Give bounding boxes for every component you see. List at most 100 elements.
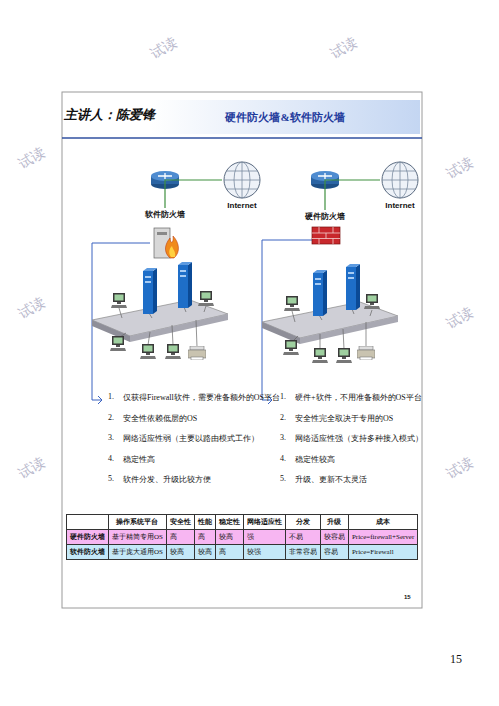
list-number: 3.	[108, 433, 114, 442]
slide-frame	[150, 100, 420, 134]
list-number: 2.	[280, 413, 286, 422]
cable	[119, 308, 122, 318]
cable	[366, 322, 367, 347]
table-header: 操作系统平台	[109, 515, 167, 530]
table-cell: 较容易	[320, 530, 348, 545]
cable	[148, 332, 150, 345]
table-header: 稳定性	[215, 515, 243, 530]
table-cell: 容易	[320, 545, 348, 560]
table-cell: 较强	[243, 545, 285, 560]
table-cell: 较高	[194, 545, 215, 560]
list-item: 稳定性较高	[295, 454, 335, 465]
firewall-software-icon	[165, 236, 178, 258]
firewall-software-icon	[154, 228, 178, 258]
table-cell: 不易	[285, 530, 320, 545]
globe-shape	[380, 160, 420, 200]
watermark: 试读	[15, 144, 48, 174]
printer	[188, 346, 206, 360]
table-cell: 高	[194, 530, 215, 545]
printer	[357, 346, 375, 360]
comparison-table: 操作系统平台安全性性能稳定性网络适应性分发升级成本硬件防火墙基于精简专用OS高高…	[66, 514, 418, 560]
table-cell: 较高	[215, 530, 243, 545]
presenter-name: 主讲人：陈爱锋	[64, 106, 155, 124]
table-cell: 软件防火墙	[67, 545, 109, 560]
slide-frame	[62, 137, 422, 139]
table-header: 性能	[194, 515, 215, 530]
list-number: 4.	[280, 454, 286, 463]
table-cell: Price=Firewall	[348, 545, 417, 560]
cable	[320, 334, 321, 349]
table-header: 网络适应性	[243, 515, 285, 530]
table-cell: 基于庞大通用OS	[109, 545, 167, 560]
network-link	[165, 180, 222, 208]
watermark: 试读	[327, 34, 360, 64]
table-cell: 强	[243, 530, 285, 545]
globe-shape	[224, 162, 260, 198]
firewall-software-icon	[169, 246, 175, 257]
list-number: 5.	[280, 474, 286, 483]
cable	[204, 306, 206, 312]
network-link	[325, 180, 380, 210]
list-number: 5.	[108, 474, 114, 483]
bracket-line	[98, 396, 102, 404]
list-item: 安全性依赖低层的OS	[123, 413, 197, 424]
list-item: 安全性完全取决于专用的OS	[295, 413, 393, 424]
watermark: 试读	[15, 294, 48, 324]
workstation	[283, 340, 299, 355]
brick-wall-icon	[312, 227, 340, 244]
internet-cloud: Internet	[380, 160, 420, 211]
list-number: 3.	[280, 433, 286, 442]
printer	[188, 346, 375, 360]
table-cell: 基于精简专用OS	[109, 530, 167, 545]
globe-shape	[224, 162, 260, 198]
brick-wall-icon	[312, 227, 340, 244]
table-cell: Price=firewall+Server	[348, 530, 417, 545]
list-number: 1.	[280, 392, 286, 401]
workstation	[198, 291, 214, 306]
table-cell: 硬件防火墙	[67, 530, 109, 545]
list-item: 网络适应性强（支持多种接入模式）	[295, 433, 423, 444]
workstation	[364, 294, 380, 309]
network-switch	[130, 314, 228, 342]
workstation	[165, 344, 181, 359]
workstation	[284, 296, 300, 311]
workstation	[336, 348, 352, 363]
watermark: 试读	[443, 454, 476, 484]
globe-shape	[382, 162, 418, 198]
slide-frame	[62, 92, 422, 608]
list-item: 网络适应性弱（主要以路由模式工作）	[123, 433, 259, 444]
list-number: 2.	[108, 413, 114, 422]
list-item: 仅获得Firewall软件，需要准备额外的OS平台	[123, 392, 280, 403]
server-tower	[143, 262, 360, 316]
watermark: 试读	[15, 454, 48, 484]
table-header: 升级	[320, 515, 348, 530]
cable	[196, 320, 197, 347]
slide-title: 硬件防火墙&软件防火墙	[150, 110, 420, 125]
table-header: 安全性	[166, 515, 194, 530]
cable	[292, 311, 295, 322]
watermark: 试读	[443, 304, 476, 334]
table-header: 分发	[285, 515, 320, 530]
table-cell: 高	[166, 530, 194, 545]
node-label: Internet	[222, 200, 262, 211]
firewall-label: 硬件防火墙	[303, 210, 347, 223]
list-item: 软件分发、升级比较方便	[123, 474, 211, 485]
table-cell: 较高	[166, 545, 194, 560]
workstation	[140, 344, 156, 359]
server-tower	[143, 268, 157, 314]
table-cell: 非常容易	[285, 545, 320, 560]
page-number: 15	[450, 652, 462, 667]
list-item: 升级、更新不太灵活	[295, 474, 367, 485]
watermark: 试读	[147, 34, 180, 64]
internet-cloud: Internet	[222, 160, 262, 211]
firewall-name: 硬件防火墙	[303, 210, 347, 223]
cable	[119, 306, 372, 349]
cable	[343, 329, 344, 349]
globe-shape	[222, 160, 262, 200]
network-switch	[92, 320, 130, 342]
table-corner	[67, 515, 109, 530]
list-number: 1.	[108, 392, 114, 401]
workstation	[111, 293, 127, 308]
